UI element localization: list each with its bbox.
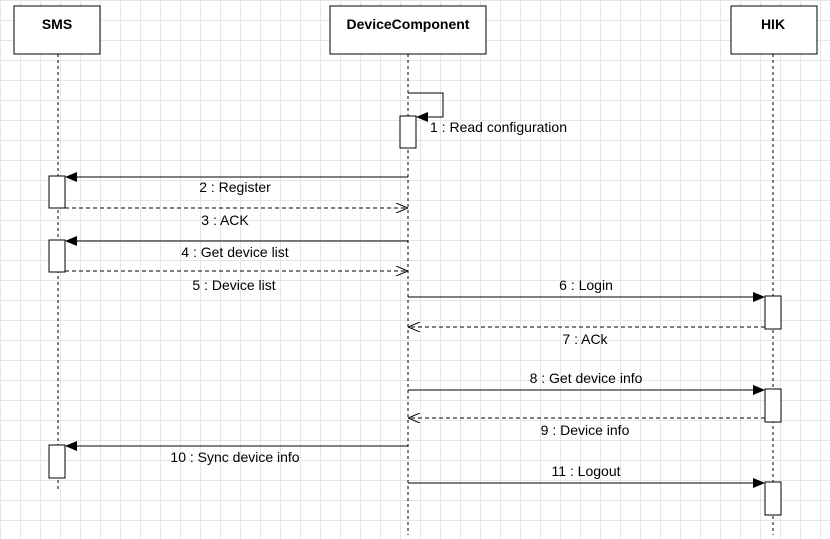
message-7-label: 7 : ACk bbox=[562, 331, 608, 347]
message-11-label: 11 : Logout bbox=[551, 463, 620, 479]
participant-device: DeviceComponent bbox=[329, 5, 487, 55]
activation-hik-2 bbox=[764, 388, 782, 423]
message-2: 2 : Register bbox=[65, 172, 408, 195]
activation-hik-3 bbox=[764, 481, 782, 516]
message-10-label: 10 : Sync device info bbox=[170, 449, 299, 465]
message-9: 9 : Device info bbox=[409, 418, 765, 438]
message-8-label: 8 : Get device info bbox=[530, 370, 643, 386]
message-5: 5 : Device list bbox=[65, 271, 407, 293]
activation-sms-3 bbox=[48, 444, 66, 479]
message-4-label: 4 : Get device list bbox=[181, 244, 288, 260]
activation-sms-1 bbox=[48, 175, 66, 209]
message-11: 11 : Logout bbox=[408, 463, 765, 488]
message-2-label: 2 : Register bbox=[199, 179, 271, 195]
participant-hik-label: HIK bbox=[761, 16, 785, 32]
message-1-label: 1 : Read configuration bbox=[430, 119, 567, 135]
message-6-label: 6 : Login bbox=[559, 277, 613, 293]
participant-hik: HIK bbox=[730, 5, 818, 55]
message-8: 8 : Get device info bbox=[408, 370, 765, 395]
activation-hik-1 bbox=[764, 295, 782, 330]
message-7: 7 : ACk bbox=[409, 327, 765, 347]
participant-sms: SMS bbox=[13, 5, 101, 55]
message-3: 3 : ACK bbox=[65, 208, 407, 228]
message-4: 4 : Get device list bbox=[65, 236, 408, 260]
participant-sms-label: SMS bbox=[42, 16, 72, 32]
activation-device bbox=[399, 115, 417, 149]
activation-sms-2 bbox=[48, 239, 66, 273]
participant-device-label: DeviceComponent bbox=[347, 16, 470, 32]
message-10: 10 : Sync device info bbox=[65, 441, 408, 465]
message-1: 1 : Read configuration bbox=[408, 92, 567, 135]
message-6: 6 : Login bbox=[408, 277, 765, 302]
message-3-label: 3 : ACK bbox=[201, 212, 249, 228]
message-5-label: 5 : Device list bbox=[192, 277, 275, 293]
message-9-label: 9 : Device info bbox=[541, 422, 630, 438]
